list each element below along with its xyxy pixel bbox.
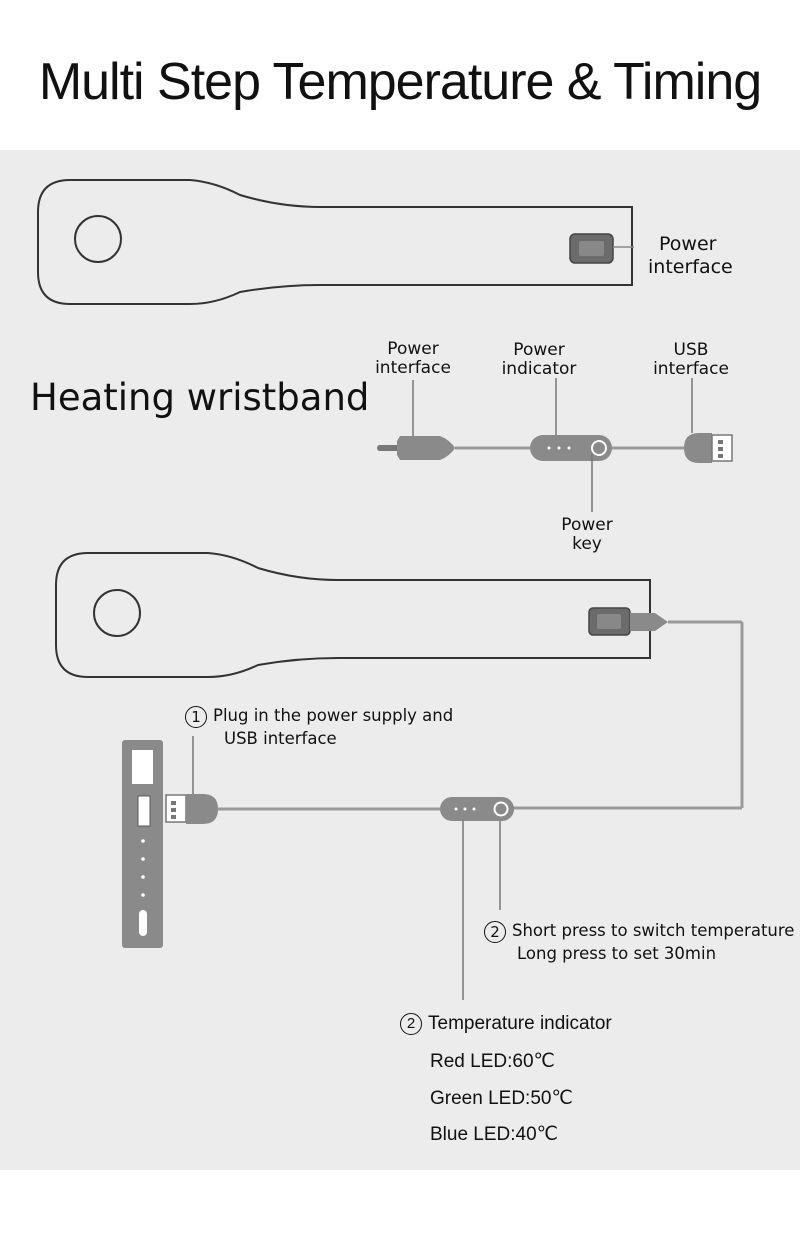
bottom-wristband	[55, 552, 744, 810]
cable-assembly	[377, 378, 733, 512]
dc-plug-icon	[630, 613, 668, 631]
wristband-button-circle	[74, 215, 122, 263]
top-power-interface-label: Power interface	[648, 233, 733, 278]
step-number-badge: 1	[185, 705, 207, 728]
step-number-badge: 2	[484, 920, 506, 943]
usb-plug-icon	[186, 794, 218, 824]
temp-green: Green LED:50℃	[430, 1088, 573, 1109]
cable-power-indicator-label: Power indicator	[501, 340, 577, 379]
cable-usb-interface-label: USB interface	[653, 340, 729, 379]
controller-box	[440, 797, 514, 821]
power-key-icon	[591, 440, 607, 456]
wristband-button-circle	[93, 589, 141, 637]
cable-power-interface-label: Power interface	[375, 339, 451, 378]
top-wristband	[37, 179, 634, 305]
power-bank	[122, 740, 163, 948]
temp-blue: Blue LED:40℃	[430, 1124, 559, 1145]
page-title: Multi Step Temperature & Timing	[38, 53, 762, 111]
bottom-cable	[165, 736, 514, 1000]
usb-plug-icon	[684, 433, 712, 463]
dc-plug-icon	[397, 436, 455, 460]
controller-box	[530, 435, 612, 461]
product-label: Heating wristband	[30, 376, 370, 419]
step-number-badge: 2	[400, 1013, 422, 1035]
power-key-icon	[493, 801, 509, 817]
cable-power-key-label: Power key	[561, 515, 613, 554]
temp-red: Red LED:60℃	[430, 1051, 555, 1072]
